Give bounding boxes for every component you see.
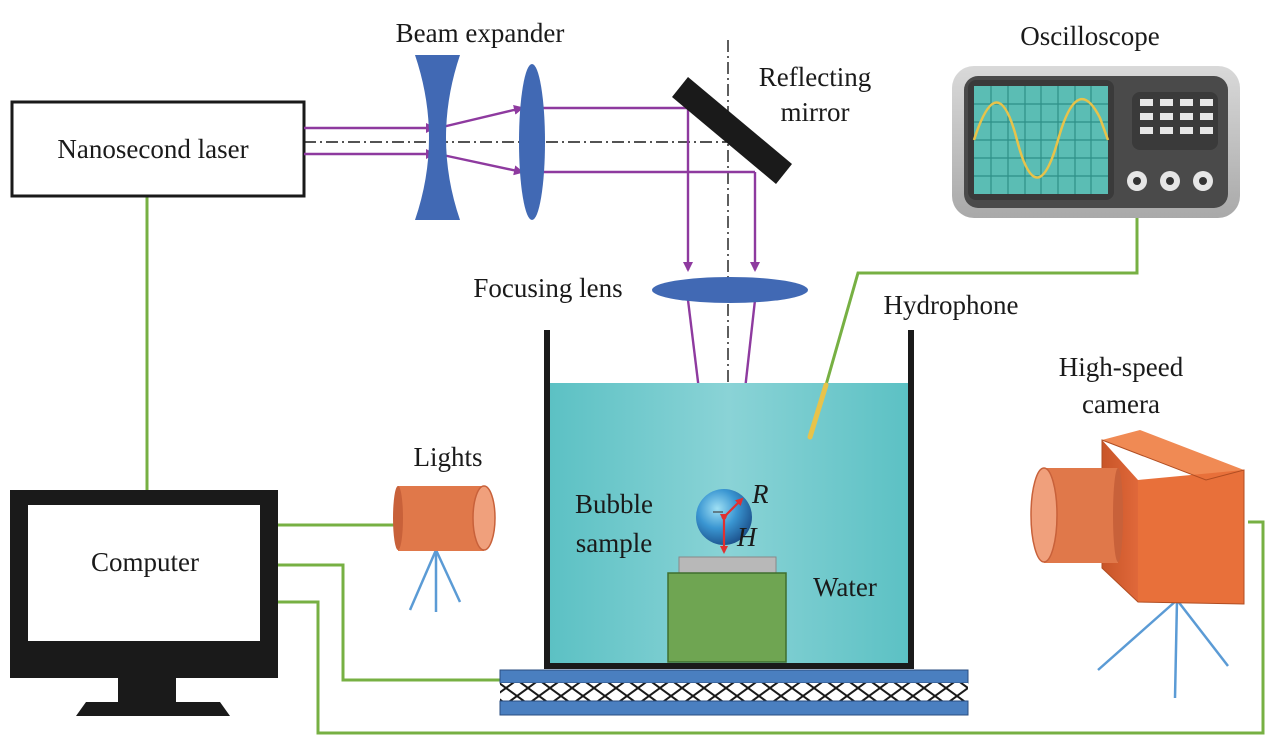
oscilloscope: Oscilloscope [952, 21, 1240, 218]
reflecting-mirror-label-2: mirror [781, 97, 850, 127]
oscilloscope-connectors [1127, 171, 1213, 191]
bubble-sample-label-2: sample [576, 528, 652, 558]
beam-expander-label: Beam expander [396, 18, 565, 48]
hydrophone-oscilloscope-wire [824, 192, 1139, 386]
reflecting-mirror-label-1: Reflecting [759, 62, 871, 92]
computer-stage-wire [278, 563, 500, 682]
computer-camera-wire [278, 520, 1265, 735]
hydrophone-label: Hydrophone [884, 290, 1019, 320]
computer: Computer [10, 490, 278, 716]
reflecting-mirror: Reflecting mirror [672, 62, 871, 184]
bubble-sample-label-1: Bubble [575, 489, 653, 519]
height-symbol: H [736, 522, 758, 552]
nanosecond-laser: Nanosecond laser [10, 100, 306, 198]
oscilloscope-trace [972, 98, 1110, 179]
water-label: Water [813, 572, 877, 602]
convex-lens [519, 64, 545, 220]
oscilloscope-buttons [1140, 99, 1213, 134]
computer-label: Computer [91, 547, 199, 577]
sample-holder: Bubble sample [575, 489, 787, 663]
hydrophone: Hydrophone [807, 290, 1019, 440]
oscilloscope-label: Oscilloscope [1020, 21, 1159, 51]
computer-screen [28, 505, 260, 641]
sample-plate [678, 556, 777, 574]
high-speed-camera: High-speed camera [1030, 352, 1245, 699]
bubble: R H [696, 479, 769, 554]
beam-expander: Beam expander [396, 18, 565, 220]
base-stage [499, 669, 969, 716]
high-speed-camera-label-2: camera [1082, 389, 1160, 419]
focusing-lens-label: Focusing lens [473, 273, 622, 303]
focusing-lens: Focusing lens [473, 273, 808, 303]
lights: Lights [393, 442, 496, 612]
signal-wires [145, 192, 1265, 735]
high-speed-camera-label-1: High-speed [1059, 352, 1184, 382]
lights-label: Lights [413, 442, 482, 472]
radius-symbol: R [751, 479, 769, 509]
nanosecond-laser-label: Nanosecond laser [57, 134, 248, 164]
sample-block [667, 572, 787, 663]
concave-lens [415, 55, 460, 220]
